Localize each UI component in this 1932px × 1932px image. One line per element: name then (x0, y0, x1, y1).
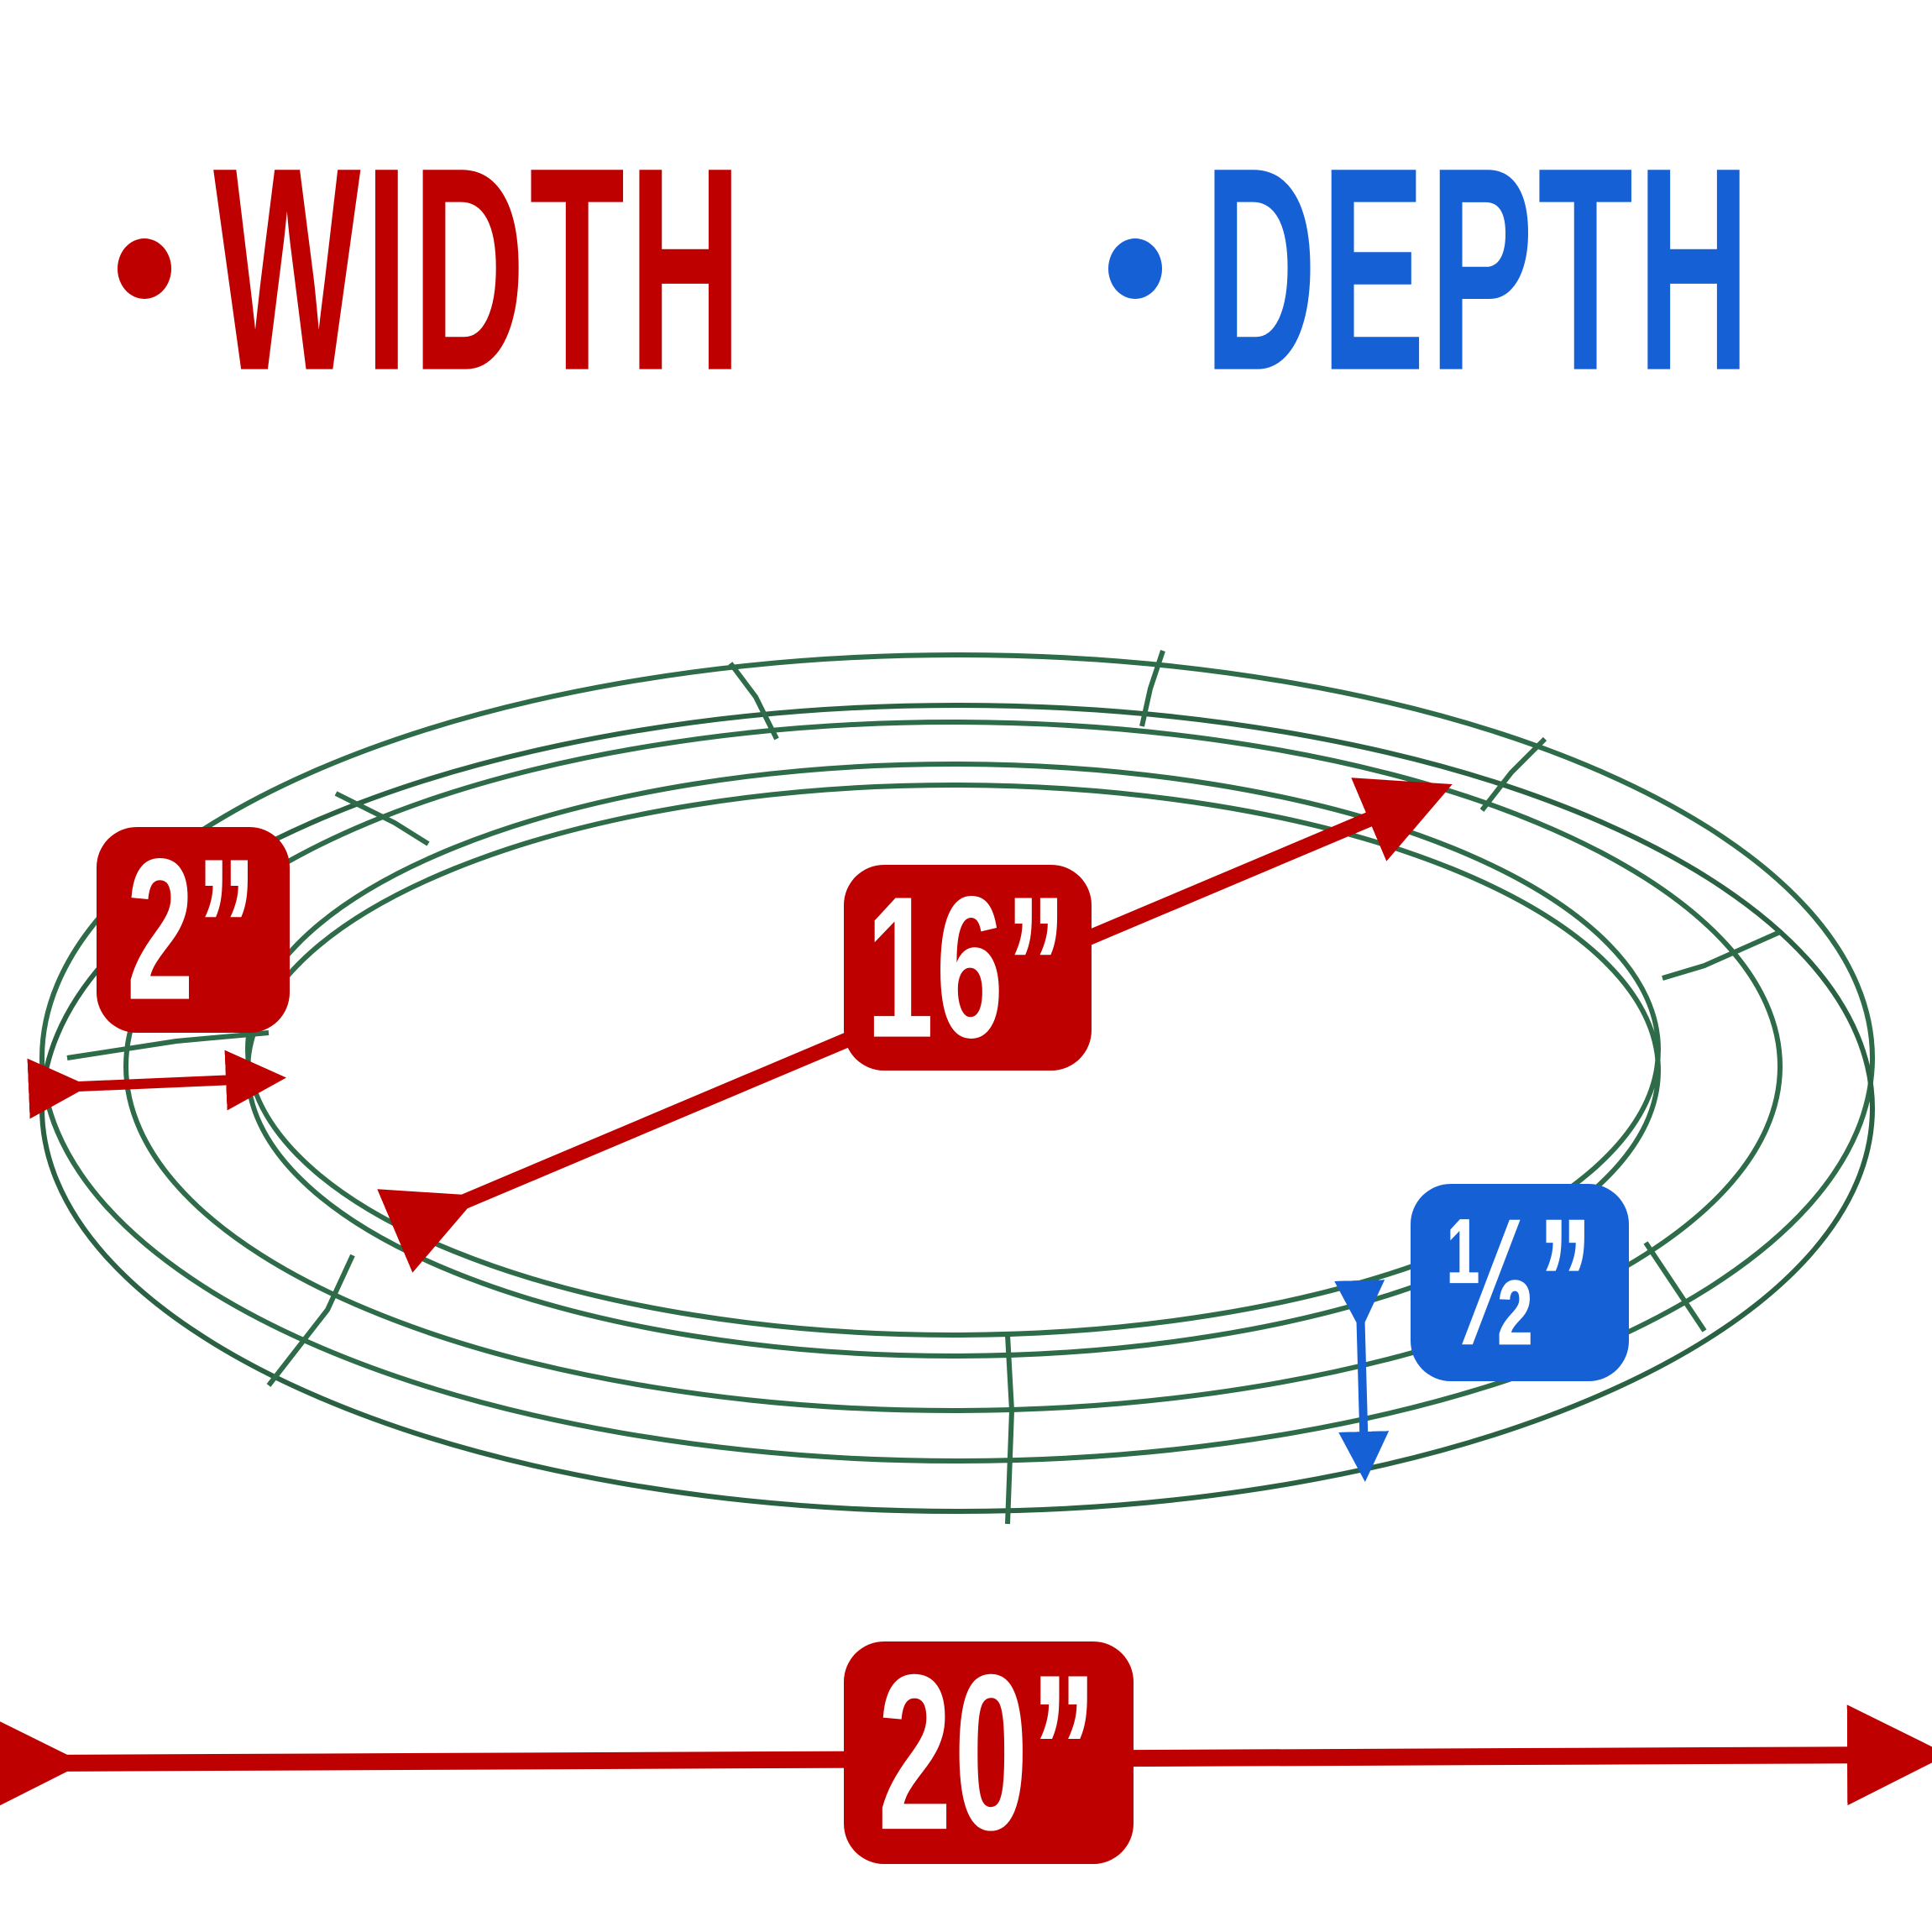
width-bullet-icon (118, 238, 171, 299)
outer-ring-bottom (39, 703, 1875, 1514)
outer-diameter-badge: 20” (844, 1628, 1134, 1877)
depth-heading: DEPTH (1108, 123, 1932, 413)
depth-bullet-icon (1108, 238, 1162, 299)
rim-width-label: 2” (127, 817, 259, 1042)
depth-badge: ½” (1411, 1181, 1629, 1384)
rim-width-arrow-icon (27, 1050, 286, 1119)
outer-diameter-label: 20” (877, 1628, 1100, 1877)
width-heading-label: WIDTH (213, 106, 746, 432)
depth-label: ½” (1444, 1181, 1595, 1385)
rim-width-badge: 2” (97, 817, 290, 1042)
wire-struts (66, 650, 1782, 1525)
width-heading: WIDTH (118, 123, 1072, 413)
depth-arrow-icon (1334, 1280, 1390, 1482)
depth-heading-label: DEPTH (1204, 106, 1755, 432)
inner-diameter-label: 16” (867, 855, 1069, 1080)
inner-diameter-badge: 16” (844, 855, 1092, 1080)
